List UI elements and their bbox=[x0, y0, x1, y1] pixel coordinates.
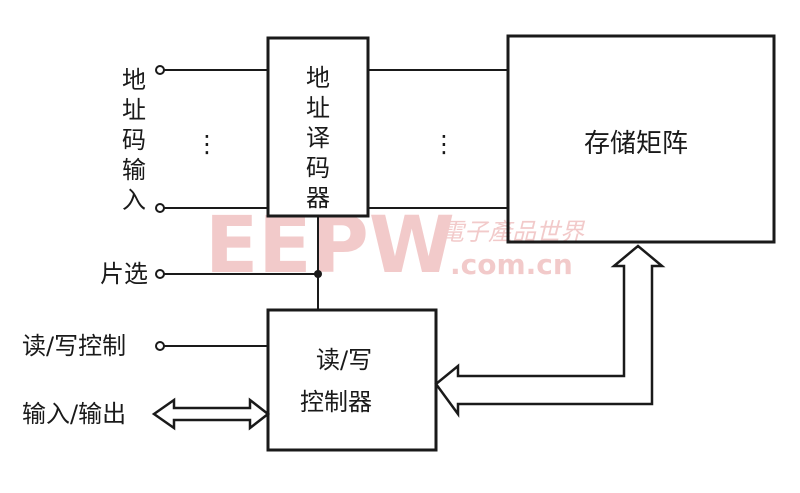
decoder-output-lines bbox=[368, 69, 508, 209]
rw-control-label: 读/写控制 bbox=[22, 332, 126, 360]
rw-control-terminal bbox=[155, 341, 165, 351]
address-input-char: 入 bbox=[122, 186, 146, 214]
chip-select-terminal bbox=[155, 269, 165, 279]
decoder-char: 译 bbox=[306, 124, 330, 152]
decoder-output-ellipsis: ⋮ bbox=[432, 130, 456, 158]
chip-select-line bbox=[155, 216, 319, 310]
chip-select-label: 片选 bbox=[100, 260, 148, 288]
rw-controller-label-line2: 控制器 bbox=[300, 388, 372, 416]
watermark: EEPW 電子產品世界 .com.cn bbox=[205, 201, 586, 291]
rw-controller-box bbox=[266, 308, 438, 452]
address-input-terminal-top bbox=[155, 65, 165, 75]
address-input-char: 输 bbox=[122, 156, 146, 184]
io-double-arrow bbox=[151, 397, 271, 431]
decoder-char: 器 bbox=[306, 184, 330, 212]
address-input-lines bbox=[155, 65, 268, 213]
rw-control-line bbox=[155, 341, 268, 351]
address-input-terminal-bottom bbox=[155, 203, 165, 213]
address-input-label: 地 址 码 输 入 bbox=[122, 66, 146, 214]
rw-controller-label-line1: 读/写 bbox=[316, 346, 372, 374]
memory-array-box bbox=[506, 34, 776, 244]
decoder-char: 址 bbox=[306, 94, 330, 122]
decoder-char: 地 bbox=[306, 64, 330, 92]
address-input-char: 地 bbox=[122, 66, 146, 94]
address-input-char: 址 bbox=[122, 96, 146, 124]
memory-array-label: 存储矩阵 bbox=[584, 129, 688, 159]
io-label: 输入/输出 bbox=[22, 400, 126, 428]
address-input-ellipsis: ⋮ bbox=[195, 130, 219, 158]
decoder-char: 码 bbox=[306, 154, 330, 182]
data-path-arrow bbox=[434, 244, 666, 418]
watermark-url: .com.cn bbox=[450, 248, 573, 281]
chip-select-junction bbox=[314, 270, 322, 278]
address-input-char: 码 bbox=[122, 126, 146, 154]
address-decoder-label: 地 址 译 码 器 bbox=[306, 64, 330, 212]
